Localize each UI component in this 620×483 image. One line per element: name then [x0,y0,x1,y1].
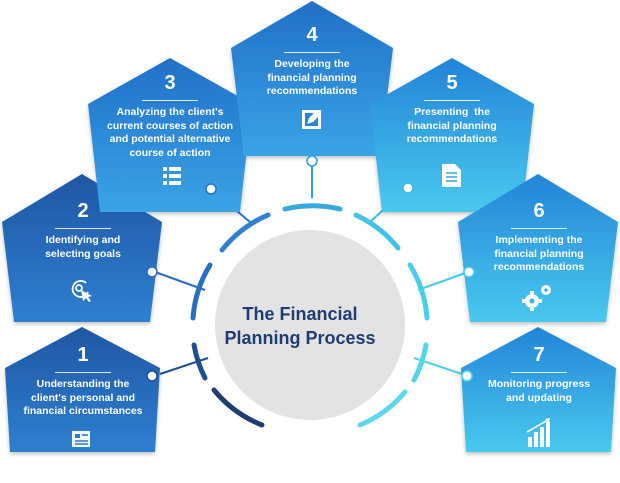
ring-segment-6 [407,262,430,321]
step-label-line: and potential alternative [109,133,231,145]
pentagon-step-6 [458,174,618,322]
step-label-line: recommendations [266,85,358,97]
step-divider [511,372,567,373]
connector-dot-7 [461,370,473,382]
step-label-line: Developing the [274,58,350,70]
pentagon-step-3 [88,58,252,212]
step-6: 6 Implementing the financial planning re… [464,200,614,275]
step-3: 3 Analyzing the client's current courses… [92,72,248,160]
connector-dot-3 [205,183,217,195]
step-divider [511,228,567,229]
step-label-line: financial planning [494,247,584,260]
connector-dot-4 [306,155,318,167]
step-number: 2 [77,200,89,222]
step-number: 7 [533,344,545,366]
center-title-line: The Financial [242,304,358,324]
center-circle [215,230,405,420]
step-label-line: financial planning [267,71,357,84]
step-divider [424,100,480,101]
step-5: 5 Presenting the financial planning reco… [374,72,530,147]
step-label-line: course of action [129,146,211,159]
connector-dot-6 [463,266,475,278]
step-number: 5 [446,72,458,94]
ring-segment-4 [282,203,343,212]
step-label-line: recommendations [493,261,585,273]
file-icon [442,164,461,187]
step-label-line: Understanding the [36,378,130,390]
step-label-line: Presenting the [414,106,490,118]
document-icon [72,431,90,447]
connector-6 [417,271,469,291]
step-number: 3 [164,72,176,94]
step-number: 4 [306,24,318,46]
step-number: 1 [77,344,89,366]
step-1: 1 Understanding the client's personal an… [8,344,158,419]
step-label-line: financial planning [407,119,497,132]
pentagon-step-7 [461,327,616,452]
ring-segment-7a [411,342,429,383]
step-2: 2 Identifying and selecting goals [8,200,158,261]
step-divider [55,372,111,373]
step-label-line: client's personal and [30,391,136,404]
checklist-icon [163,167,181,185]
step-divider [284,52,340,53]
step-label-line: Identifying and [45,234,121,246]
connector-2 [154,271,206,291]
step-label-line: financial circumstances [23,405,143,417]
pentagon-step-4 [231,1,393,156]
step-4: 4 Developing the financial planning reco… [236,24,388,99]
pentagon-step-5 [370,58,534,212]
pentagon-step-1 [5,327,160,452]
step-divider [55,228,111,229]
ring-segment-5 [353,212,401,251]
connector-dot-1 [146,370,158,382]
step-label-line: selecting goals [45,247,121,260]
ring-segment-3 [219,212,271,253]
step-label-line: and updating [506,391,572,404]
edit-icon [302,110,321,129]
connector-dot-5 [402,182,414,194]
step-label-line: recommendations [406,133,498,145]
gears-icon [522,285,551,311]
bar-chart-icon [526,418,550,447]
target-cursor-icon [71,280,92,302]
center-title-line: Planning Process [224,328,376,348]
step-label-line: current courses of action [106,119,234,132]
ring-segment-7b [357,389,408,428]
ring-segment-1b [191,342,208,381]
step-divider [142,100,198,101]
step-label-line: Monitoring progress [487,378,591,390]
step-label-line: Analyzing the client's [116,106,224,118]
step-7: 7 Monitoring progress and updating [464,344,614,405]
connector-dot-2 [146,266,158,278]
center-title: The Financial Planning Process [205,302,395,350]
step-number: 6 [533,200,545,222]
step-label-line: Implementing the [495,234,583,246]
ring-segment-2 [190,262,213,321]
ring-segment-1a [211,387,265,428]
